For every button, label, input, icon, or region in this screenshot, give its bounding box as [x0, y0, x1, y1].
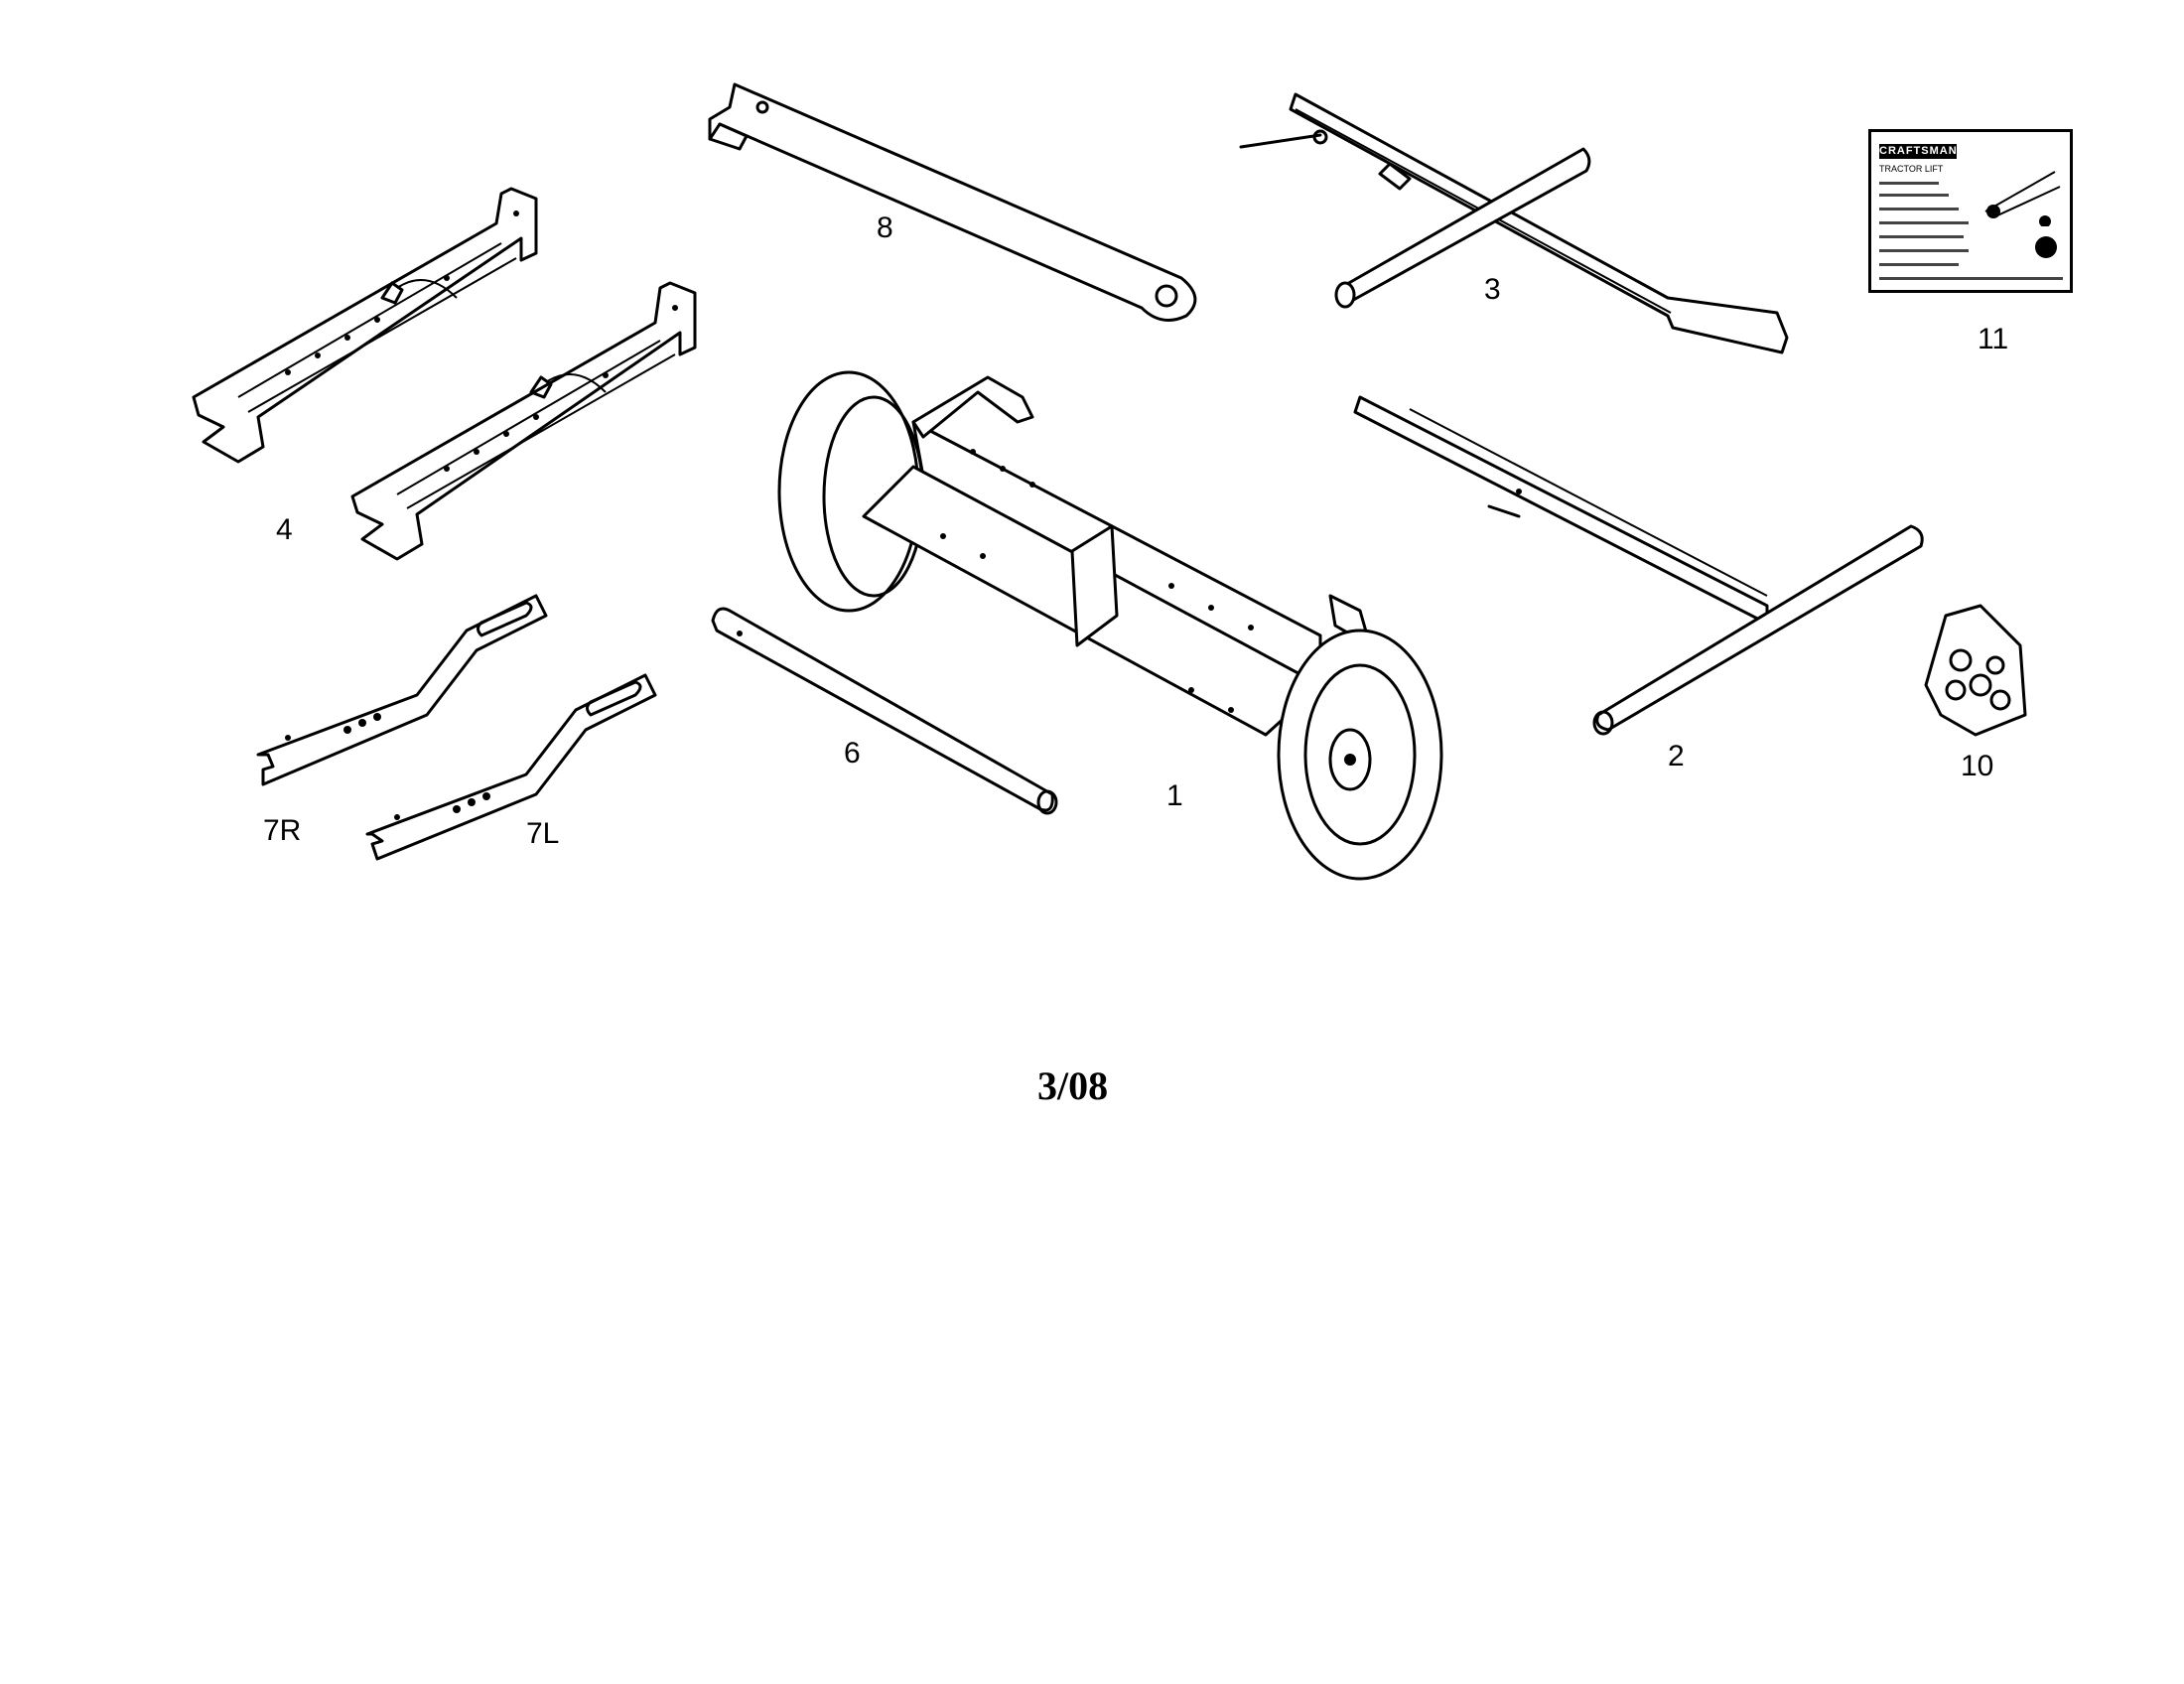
callout-2: 2 — [1668, 740, 1685, 772]
callout-8: 8 — [877, 211, 893, 244]
part-6-rod — [711, 607, 1058, 815]
part-4-brackets — [192, 187, 697, 561]
card-title: TRACTOR LIFT — [1879, 164, 1944, 174]
card-brand-logo: CRAFTSMAN — [1879, 144, 1958, 159]
card-text-line — [1879, 221, 1969, 224]
callout-11: 11 — [1978, 323, 2009, 355]
part-8-link-bar — [708, 82, 1197, 322]
card-illustration — [1984, 171, 2061, 226]
card-text-line — [1879, 208, 1959, 210]
card-text-line — [1879, 263, 1959, 266]
card-text-line — [1879, 194, 1949, 197]
card-text-line — [1879, 249, 1969, 252]
part-11-instruction-card: CRAFTSMAN TRACTOR LIFT — [1868, 129, 2073, 293]
card-text-line — [1879, 277, 2063, 280]
card-text-line — [1879, 182, 1939, 185]
part-7l-plate — [365, 673, 657, 861]
part-7r-plate — [256, 594, 548, 786]
date-code: 3/08 — [1037, 1063, 1109, 1108]
part-1-wheel-axle — [777, 370, 1443, 881]
callout-1: 1 — [1166, 779, 1183, 812]
callout-7r: 7R — [263, 814, 302, 847]
callout-4: 4 — [276, 513, 293, 546]
card-seal-icon — [2035, 236, 2057, 258]
callout-7l: 7L — [526, 817, 560, 850]
card-text-line — [1879, 235, 1964, 238]
part-10-hardware-bag — [1924, 604, 2027, 737]
callout-10: 10 — [1961, 750, 1994, 782]
part-3-handle — [1239, 92, 1789, 354]
callout-3: 3 — [1484, 273, 1501, 306]
part-2-handle-tube — [1353, 395, 1924, 736]
callout-6: 6 — [844, 737, 861, 770]
